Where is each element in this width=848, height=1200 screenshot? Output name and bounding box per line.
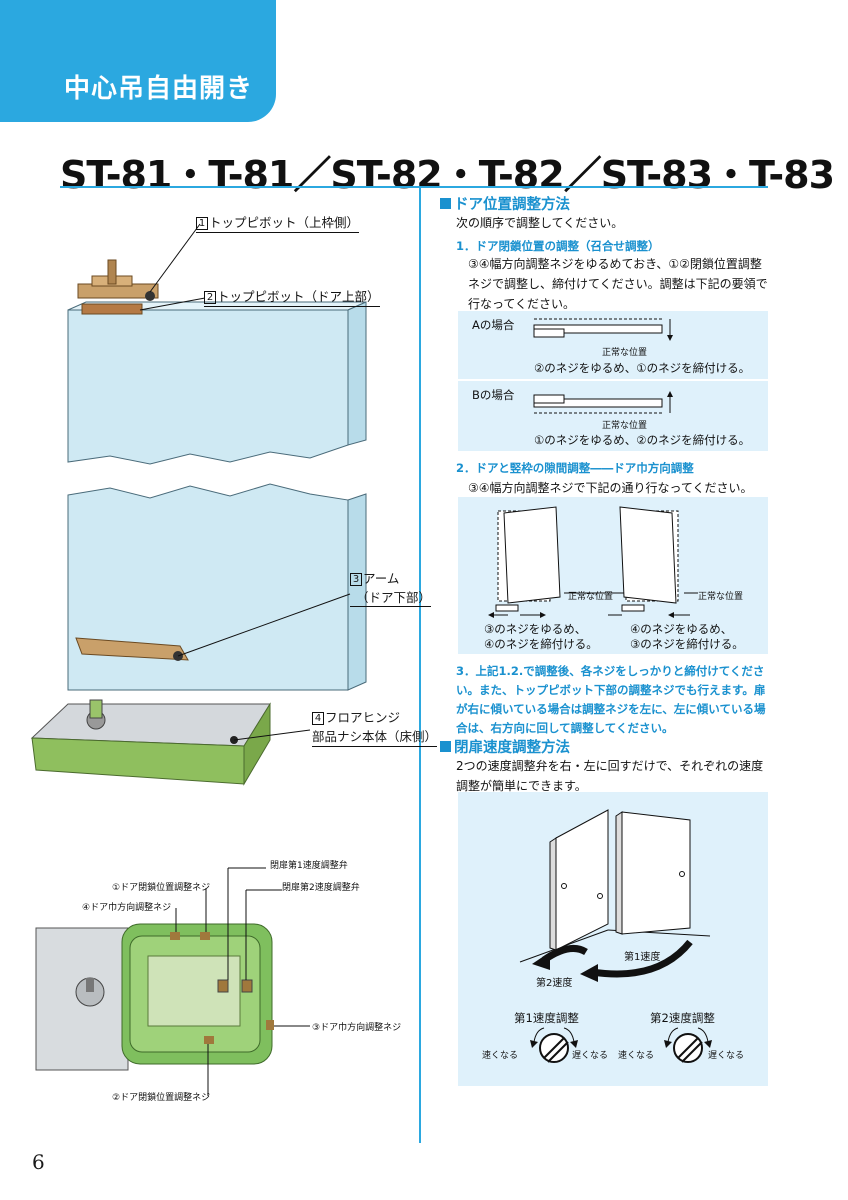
step1-body: ③④幅方向調整ネジをゆるめておき、①②閉鎖位置調整ネジで調整し、締付けてください… [468, 257, 768, 311]
column-divider [419, 188, 421, 1143]
label-door-width-4: ④ドア巾方向調整ネジ [82, 903, 172, 913]
speed-1-label: 第1速度 [624, 952, 661, 963]
step3-note: 3．上記1.2.で調整後、各ネジをしっかりと締付けてください。また、トップピボッ… [456, 664, 766, 735]
section2-title: 閉扉速度調整方法 [440, 736, 570, 757]
leader-floor-hinge [233, 729, 311, 741]
case-b-panel: Bの場合 正常な位置 ①のネジをゆるめ、②のネジを締付ける。 [458, 381, 768, 451]
floor-hinge-body [30, 699, 271, 786]
page-number: 6 [32, 1150, 45, 1174]
upper-door-side-edge [347, 301, 367, 446]
step1-title: 1．ドア閉鎖位置の調整（召合せ調整） [456, 239, 660, 253]
lower-door-glass [67, 483, 349, 691]
label-door-width-3: ③ドア巾方向調整ネジ [312, 1023, 402, 1033]
adj1-title: 第1速度調整 [514, 1011, 579, 1025]
step2-body: ③④幅方向調整ネジで下記の通り行なってください。 [468, 481, 753, 495]
label-close-speed-2: 閉扉第2速度調整弁 [282, 883, 360, 893]
label-door-close-pos-2: ②ドア閉鎖位置調整ネジ [112, 1093, 211, 1103]
speed-2-label: 第2速度 [536, 978, 573, 989]
label-door-close-pos-1: ①ドア閉鎖位置調整ネジ [112, 883, 211, 893]
section1-title: ドア位置調整方法 [440, 193, 570, 214]
speed-panel: 第1速度 第2速度 第1速度調整 第2速度調整 速くなる 遅くなる 速くなる 遅… [458, 792, 768, 1086]
section1-intro: 次の順序で調整してください。 [456, 216, 624, 230]
front-door [555, 809, 609, 951]
floor-hinge-top-view [35, 867, 310, 1096]
adj2-title: 第2速度調整 [650, 1011, 715, 1025]
top-pivot-hardware [77, 259, 159, 315]
label-close-speed-1: 閉扉第1速度調整弁 [270, 861, 348, 871]
title-rule [60, 186, 768, 188]
leader-arm [177, 593, 351, 657]
step2-title: 2．ドアと竪枠の隙間調整――ドア巾方向調整 [456, 461, 694, 475]
lower-door-side-edge [347, 493, 367, 691]
section2-body: 2つの速度調整弁を右・左に回すだけで、それぞれの速度調整が簡単にできます。 [456, 759, 764, 793]
section-title: 中心吊自由開き [64, 74, 254, 104]
header-tab [0, 0, 276, 122]
case-a-panel: Aの場合 正常な位置 ②のネジをゆるめ、①のネジを締付ける。 [458, 311, 768, 379]
leader-top-pivot-upper [149, 223, 201, 293]
step2-panel: 正常な位置 正常な位置 ③のネジをゆるめ、 ④のネジを締付ける。 ④のネジをゆる… [458, 497, 768, 654]
door-illustration [30, 223, 367, 786]
leader-top-pivot-door [139, 297, 206, 311]
upper-door-glass [67, 309, 349, 465]
model-title: ST-81・T-81／ST-82・T-82／ST-83・T-83 [60, 153, 835, 197]
